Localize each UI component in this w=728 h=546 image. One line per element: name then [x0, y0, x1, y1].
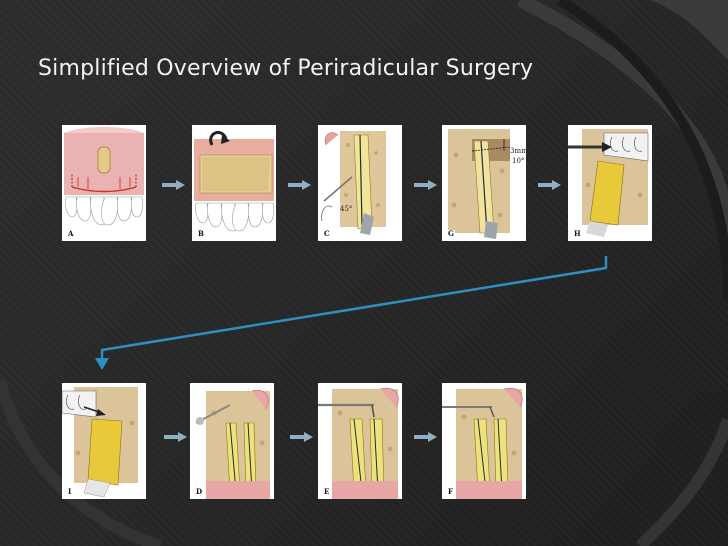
ultrasonic-instrument-illustration: [318, 383, 402, 499]
panel-g-label: G: [447, 229, 455, 238]
step-arrow-icon: [162, 180, 185, 190]
slide-title: Simplified Overview of Periradicular Sur…: [38, 56, 534, 81]
panel-c: 45° C: [318, 125, 402, 241]
root-resection-illustration: [442, 125, 526, 241]
panel-h: H: [568, 125, 652, 241]
step-arrow-icon: [414, 432, 437, 442]
step-arrow-icon: [414, 180, 437, 190]
flap-reflection-illustration: [192, 125, 276, 241]
panel-f-label: F: [447, 487, 454, 496]
step-arrow-icon: [290, 432, 313, 442]
panel-g-bevel: 10°: [512, 157, 525, 165]
retrofill-condensing-illustration: [442, 383, 526, 499]
panel-d: D: [190, 383, 274, 499]
panel-i: I: [62, 383, 146, 499]
root-end-filling-illustration: [62, 383, 146, 499]
root-end-preparation-illustration: [568, 125, 652, 241]
step-arrow-icon: [538, 180, 561, 190]
incision-illustration: [62, 125, 146, 241]
panel-d-label: D: [195, 487, 204, 496]
step-arrow-icon: [288, 180, 311, 190]
panel-h-label: H: [573, 229, 582, 238]
step-arrow-icon: [164, 432, 187, 442]
panel-f: F: [442, 383, 526, 499]
osteotomy-illustration: [318, 125, 402, 241]
panel-c-angle: 45°: [340, 205, 353, 213]
panel-e-label: E: [323, 487, 331, 496]
panel-b: B: [192, 125, 276, 241]
panel-g: 3mm 10° G: [442, 125, 526, 241]
panel-a: A: [62, 125, 146, 241]
panel-c-label: C: [323, 229, 331, 238]
panel-a-label: A: [67, 229, 75, 238]
curettage-illustration: [190, 383, 274, 499]
panel-b-label: B: [197, 229, 205, 238]
panel-e: E: [318, 383, 402, 499]
panel-i-label: I: [67, 487, 73, 496]
panel-g-depth: 3mm: [510, 147, 526, 155]
